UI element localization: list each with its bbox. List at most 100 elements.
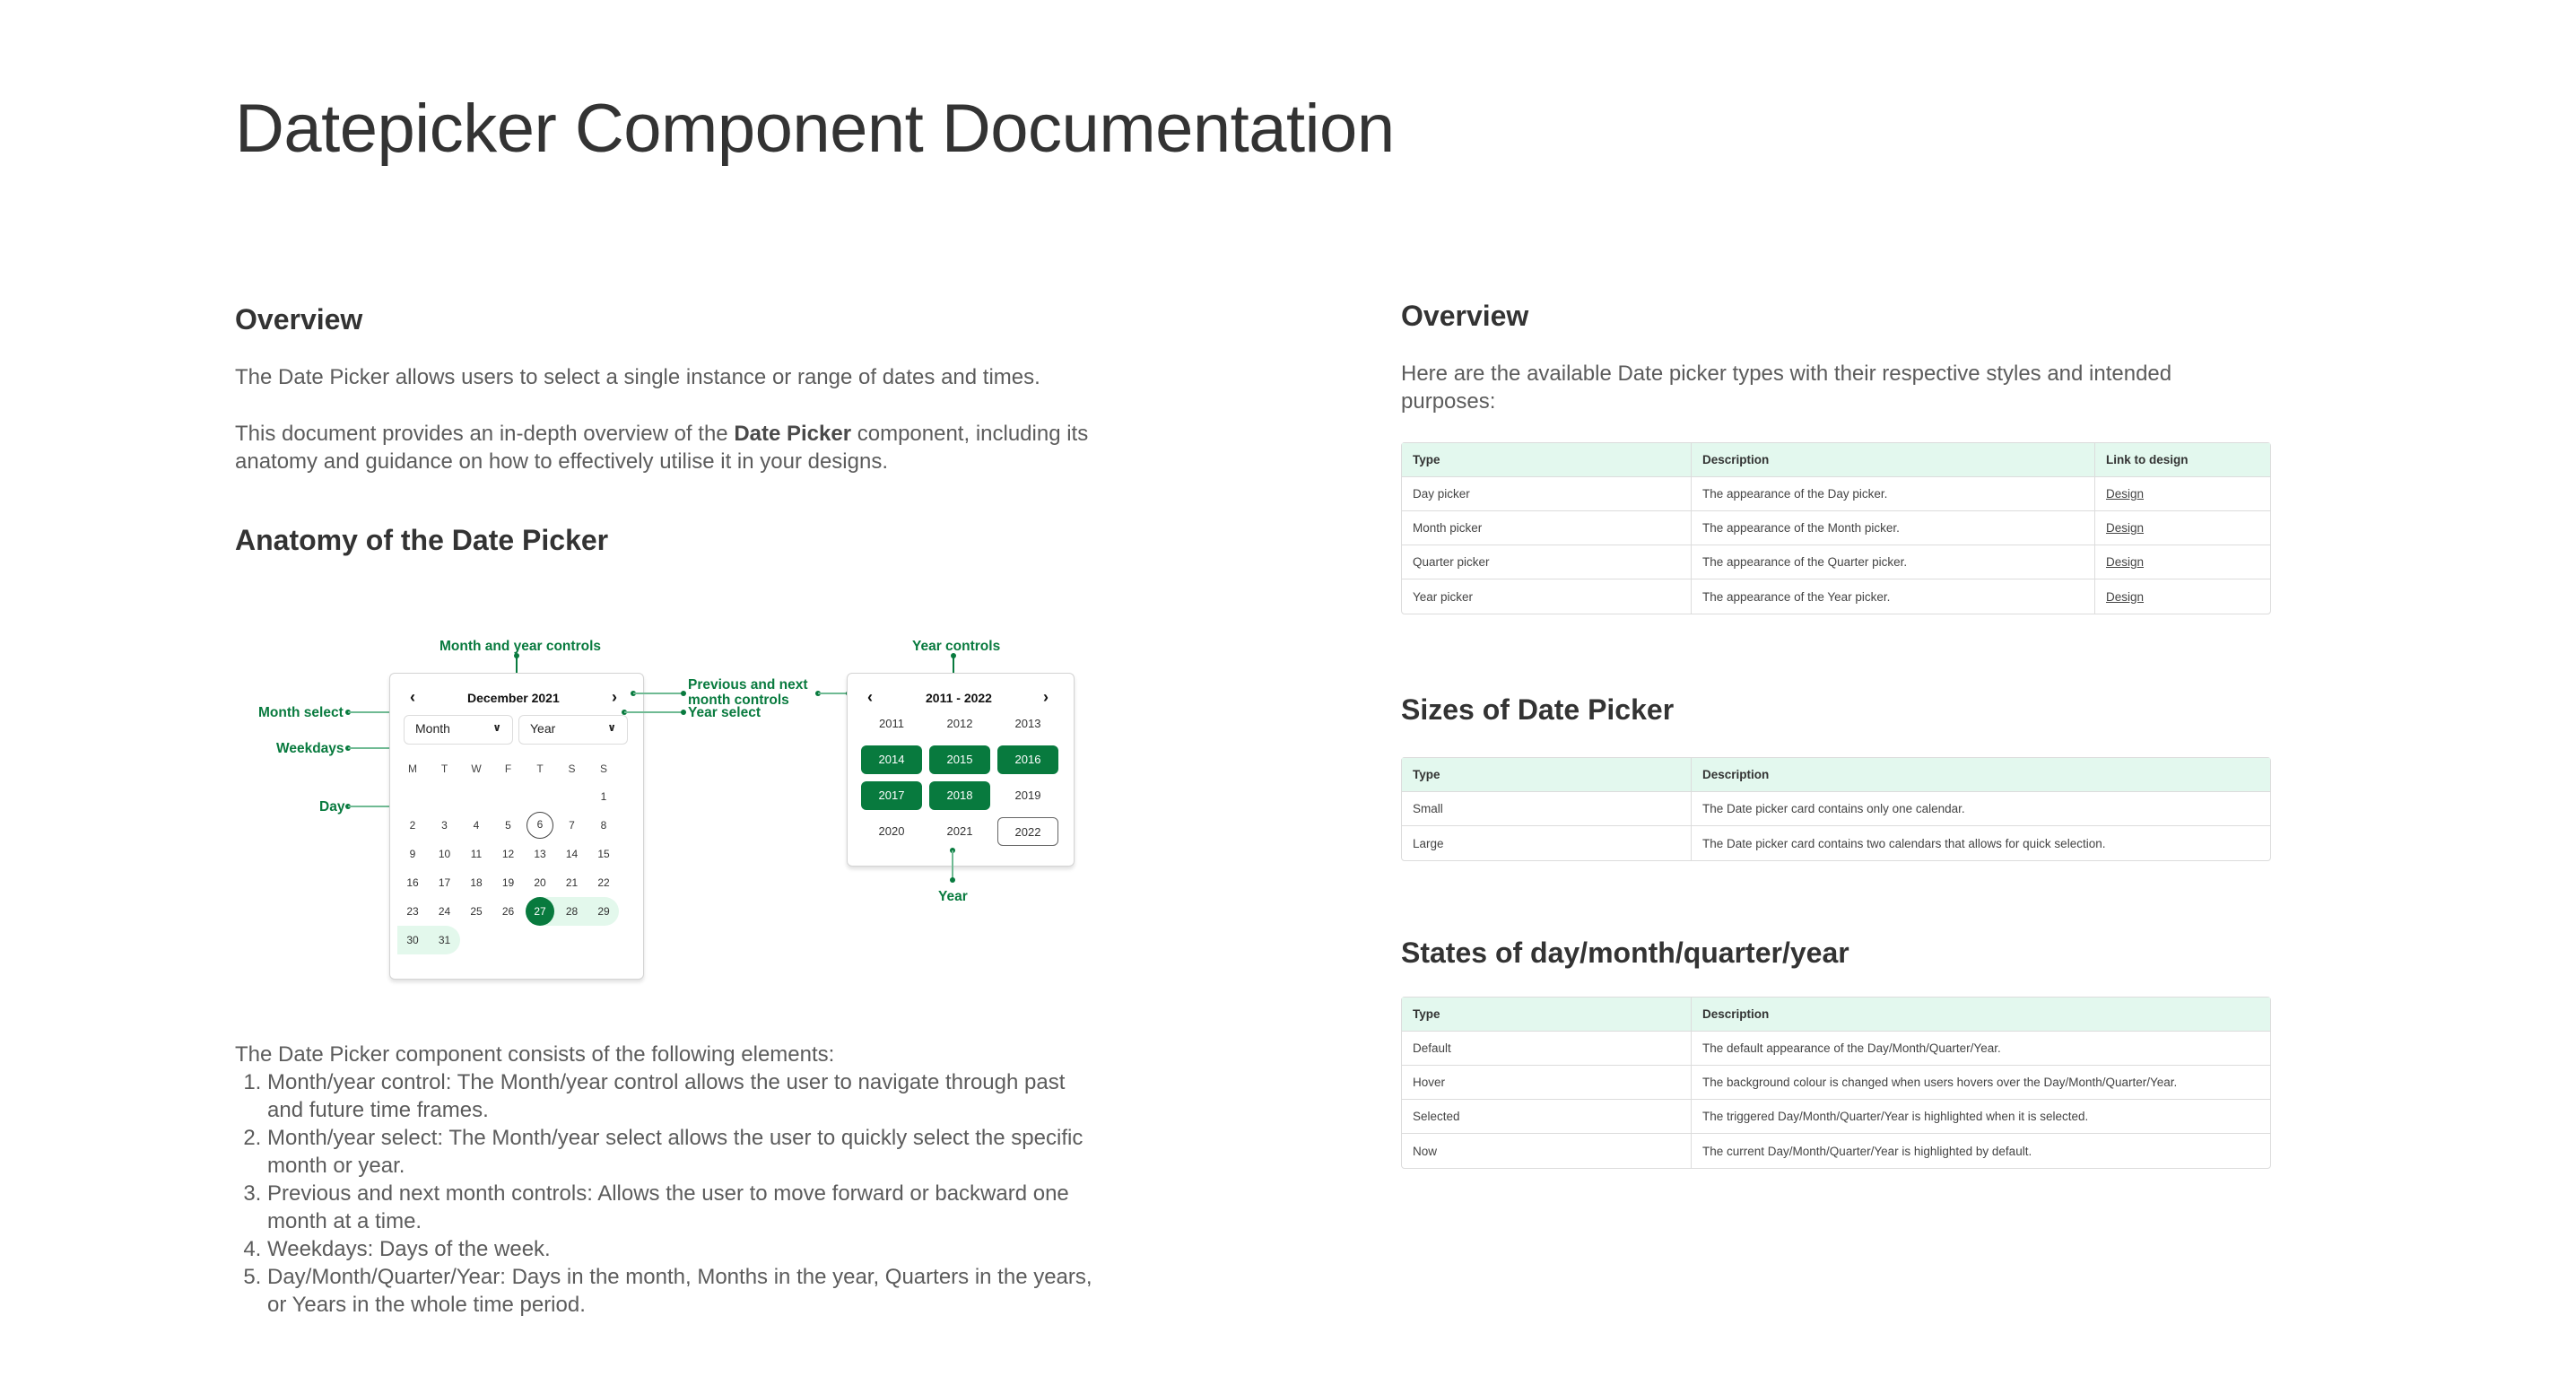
states-table: Type Description Default The default app…	[1401, 997, 2271, 1169]
leader-line	[348, 806, 399, 807]
sizes-heading: Sizes of Date Picker	[1401, 693, 1675, 726]
day-cell[interactable]: 18	[470, 876, 483, 889]
day-cell[interactable]: 30	[406, 934, 419, 946]
day-cell[interactable]: 25	[470, 905, 483, 918]
year-cell-selected[interactable]: 2018	[929, 781, 990, 810]
day-cell[interactable]: 4	[473, 819, 480, 832]
calendar-month-year-header[interactable]: December 2021	[467, 691, 560, 705]
day-cell[interactable]: 20	[534, 876, 546, 889]
list-item: Previous and next month controls: Allows…	[267, 1180, 1096, 1235]
table-row: Month picker The appearance of the Month…	[1402, 511, 2270, 545]
day-cell[interactable]: 31	[438, 934, 451, 946]
year-select[interactable]: Year ∨	[518, 715, 628, 745]
design-link[interactable]: Design	[2106, 589, 2145, 604]
prev-years-button[interactable]: ‹	[867, 688, 873, 706]
day-cell[interactable]: 2	[409, 819, 416, 832]
cell-type: Default	[1402, 1032, 1691, 1066]
overview-heading: Overview	[235, 303, 363, 335]
day-cell[interactable]: 1	[600, 790, 607, 803]
day-cell[interactable]: 12	[501, 848, 515, 860]
cell-link: Design	[2094, 545, 2270, 579]
label-line: month controls	[688, 693, 789, 708]
year-cell-selected[interactable]: 2016	[997, 745, 1058, 774]
table-row: Default The default appearance of the Da…	[1402, 1032, 2270, 1066]
elements-list: The Date Picker component consists of th…	[235, 1041, 1096, 1319]
year-cell-selected[interactable]: 2017	[861, 781, 922, 810]
year-cell-selected[interactable]: 2014	[861, 745, 922, 774]
year-cell-selected[interactable]: 2015	[929, 745, 990, 774]
list-item: Weekdays: Days of the week.	[267, 1235, 1096, 1263]
chevron-down-icon: ∨	[607, 721, 616, 734]
design-link[interactable]: Design	[2106, 487, 2145, 501]
column-header: Type	[1402, 758, 1691, 792]
year-cell[interactable]: 2020	[878, 824, 905, 838]
day-cell-today[interactable]: 6	[527, 812, 553, 839]
leader-dot	[681, 710, 686, 715]
day-cell[interactable]: 29	[597, 905, 610, 918]
label-month-select: Month select	[258, 705, 344, 720]
day-cell[interactable]: 19	[501, 876, 515, 889]
page-title: Datepicker Component Documentation	[235, 91, 1395, 167]
day-cell[interactable]: 28	[565, 905, 579, 918]
column-header: Link to design	[2094, 443, 2270, 477]
leader-line	[953, 656, 954, 683]
next-years-button[interactable]: ›	[1043, 688, 1049, 706]
day-cell[interactable]: 22	[597, 876, 610, 889]
day-cell[interactable]: 21	[565, 876, 579, 889]
day-cell[interactable]: 17	[438, 876, 451, 889]
design-link[interactable]: Design	[2106, 555, 2145, 569]
cell-description: The Date picker card contains two calend…	[1691, 826, 2270, 860]
table-row: Now The current Day/Month/Quarter/Year i…	[1402, 1134, 2270, 1168]
design-link[interactable]: Design	[2106, 521, 2145, 535]
column-header: Description	[1691, 443, 2094, 477]
day-cell[interactable]: 9	[409, 848, 416, 860]
leader-line	[952, 850, 953, 879]
day-cell[interactable]: 23	[406, 905, 419, 918]
day-cell[interactable]: 5	[505, 819, 511, 832]
overview-text: component, including its anatomy and gui…	[235, 422, 1089, 474]
cell-description: The appearance of the Quarter picker.	[1691, 545, 2094, 579]
year-cell[interactable]: 2012	[946, 717, 973, 730]
day-cell[interactable]: 16	[406, 876, 419, 889]
sizes-table: Type Description Small The Date picker c…	[1401, 757, 2271, 861]
next-month-button[interactable]: ›	[612, 688, 617, 706]
leader-line	[516, 656, 518, 683]
year-cell[interactable]: 2011	[879, 717, 904, 730]
label-weekdays: Weekdays	[276, 741, 344, 756]
states-heading: States of day/month/quarter/year	[1401, 937, 1849, 969]
right-column: Overview Here are the available Date pic…	[1401, 300, 2280, 1169]
label-month-year-controls: Month and year controls	[439, 639, 601, 654]
types-table: Type Description Link to design Day pick…	[1401, 442, 2271, 614]
year-range-header[interactable]: 2011 - 2022	[926, 691, 992, 705]
table-row: Large The Date picker card contains two …	[1402, 826, 2270, 860]
day-cell[interactable]: 3	[441, 819, 448, 832]
weekday-label: S	[599, 762, 607, 775]
year-cell[interactable]: 2013	[1014, 717, 1041, 730]
day-cell[interactable]: 14	[565, 848, 579, 860]
leader-line	[633, 693, 683, 694]
day-cell[interactable]: 11	[470, 848, 483, 860]
day-cell[interactable]: 7	[569, 819, 575, 832]
overview-paragraph-2: This document provides an in-depth overv…	[235, 420, 1096, 475]
day-cell[interactable]: 26	[501, 905, 515, 918]
day-cell[interactable]: 24	[438, 905, 451, 918]
year-cell[interactable]: 2019	[1014, 788, 1041, 802]
cell-description: The appearance of the Year picker.	[1691, 579, 2094, 614]
month-select[interactable]: Month ∨	[404, 715, 513, 745]
year-cell-now[interactable]: 2022	[997, 817, 1058, 846]
day-cell[interactable]: 8	[600, 819, 607, 832]
cell-type: Quarter picker	[1402, 545, 1691, 579]
day-cell[interactable]: 15	[597, 848, 610, 860]
prev-month-button[interactable]: ‹	[410, 688, 415, 706]
year-cell[interactable]: 2021	[946, 824, 973, 838]
table-row: Quarter picker The appearance of the Qua…	[1402, 545, 2270, 579]
cell-type: Now	[1413, 1144, 1438, 1158]
types-overview-text: Here are the available Date picker types…	[1401, 362, 2172, 414]
component-name-bold: Date Picker	[734, 422, 852, 446]
day-cell-selected[interactable]: 27	[526, 897, 554, 926]
cell-description: The appearance of the Month picker.	[1691, 511, 2094, 545]
day-cell[interactable]: 13	[534, 848, 546, 860]
day-cell[interactable]: 10	[438, 848, 451, 860]
